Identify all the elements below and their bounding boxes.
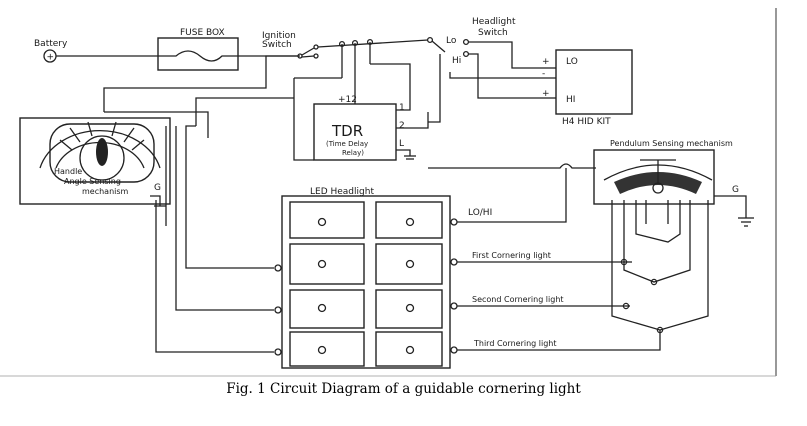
handle-angle-sensing-mechanism: Handle Angle Sensing mechanism G (19, 117, 171, 205)
switch-lo-label: Lo (446, 36, 457, 46)
ignition-switch-label-2: Switch (262, 40, 292, 50)
hid-hi-label: HI (566, 95, 575, 105)
tdr-label: TDR (331, 122, 363, 140)
figure-caption: Fig. 1 Circuit Diagram of a guidable cor… (226, 381, 581, 397)
tdr-full-1: (Time Delay (326, 140, 368, 148)
led-headlight-label: LED Headlight (310, 187, 374, 197)
fuse-box-label: FUSE BOX (180, 28, 225, 38)
handle-ground-label: G (154, 183, 161, 193)
tdr-full-2: Relay) (342, 149, 364, 157)
fuse-box: FUSE BOX (157, 28, 239, 71)
led-headlight: LED Headlight (281, 187, 451, 369)
second-cornering-label: Second Cornering light (472, 295, 564, 304)
ignition-switch: Ignition Switch (262, 31, 319, 59)
third-cornering-label: Third Cornering light (473, 339, 557, 348)
battery: Battery + (34, 39, 68, 63)
led-cell (289, 201, 443, 367)
time-delay-relay: +12 TDR (Time Delay Relay) 1 2 L (313, 95, 405, 161)
tdr-plus12: +12 (338, 95, 357, 105)
hid-lo-label: LO (566, 57, 578, 67)
headlight-switch-label-2: Switch (478, 28, 508, 38)
tdr-pin-2: 2 (399, 121, 405, 131)
pendulum-sensing-mechanism: Pendulum Sensing mechanism G (593, 139, 739, 205)
hid-plus-2: + (542, 89, 550, 99)
hid-plus-1: + (542, 57, 550, 67)
hid-kit-label: H4 HID KIT (562, 117, 611, 127)
hid-minus-1: - (542, 69, 545, 79)
battery-label: Battery (34, 39, 68, 49)
headlight-switch: Headlight Switch Lo Hi (426, 17, 516, 66)
handle-label-1: Handle (54, 167, 82, 176)
switch-hi-label: Hi (452, 56, 461, 66)
first-cornering-label: First Cornering light (472, 251, 551, 260)
battery-plus: + (47, 53, 55, 63)
tdr-pin-1: 1 (399, 103, 405, 113)
handle-label-3: mechanism (82, 187, 129, 196)
h4-hid-kit: LO HI H4 HID KIT + - + (542, 49, 633, 127)
tdr-pin-l: L (399, 139, 404, 149)
lo-hi-label: LO/HI (468, 208, 492, 218)
pendulum-label: Pendulum Sensing mechanism (610, 139, 733, 148)
pendulum-ground-label: G (732, 185, 739, 195)
headlight-switch-label-1: Headlight (472, 17, 516, 27)
ignition-switch-label-1: Ignition (262, 31, 296, 41)
handle-label-2: Angle Sensing (64, 177, 121, 186)
